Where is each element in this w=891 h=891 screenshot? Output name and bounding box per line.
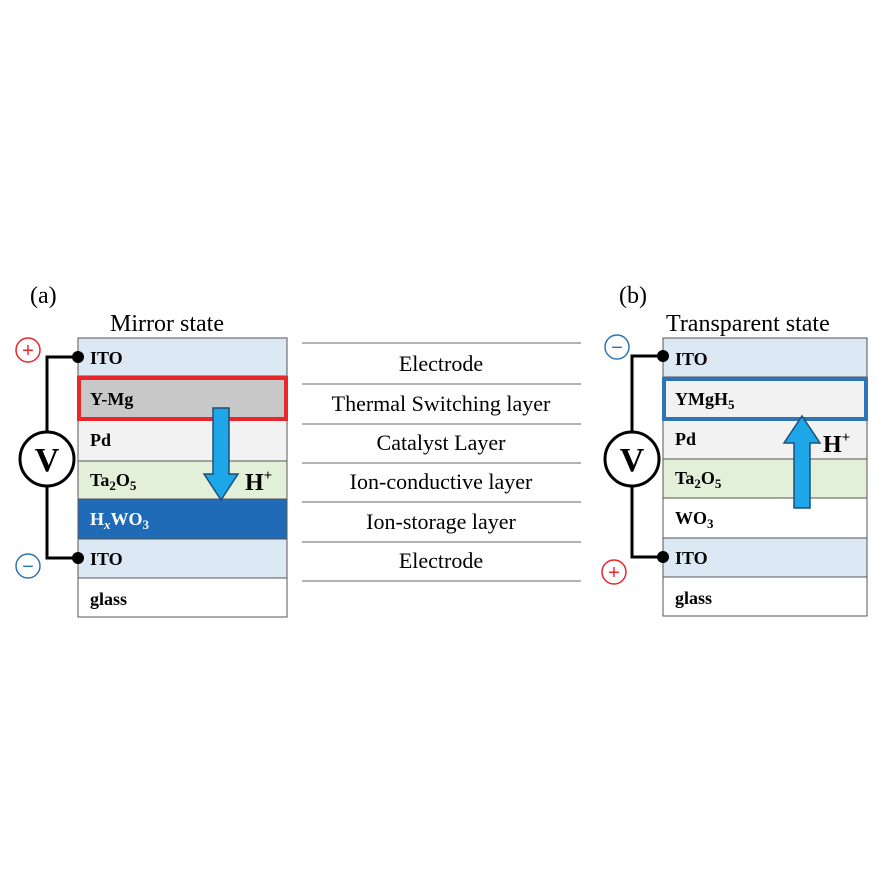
layer-label: glass [675, 588, 712, 608]
layer-label: Y-Mg [90, 389, 133, 409]
layer-label: WO3 [675, 508, 714, 531]
layer-ito-top [77, 337, 288, 377]
voltage-label: V [620, 442, 645, 479]
highlight-frame [662, 377, 868, 421]
proton-arrow-down [202, 407, 240, 502]
plus-terminal-icon [601, 559, 627, 585]
minus-sign: − [22, 556, 34, 578]
layer-glass [77, 577, 288, 618]
panel-a: (a) Mirror state ITO Y-Mg Pd Ta2O5 HxWO3… [15, 283, 288, 618]
desc-ion-storage: Ion-storage layer [366, 509, 516, 534]
contact-dot [657, 551, 669, 563]
voltage-source-icon [18, 430, 76, 488]
layer-wo3 [662, 497, 868, 539]
layer-ito-top [662, 337, 868, 378]
layer-label: ITO [675, 349, 708, 369]
voltage-source-icon [603, 430, 661, 488]
layer-ta2o5 [662, 458, 868, 499]
panel-a-label: (a) [30, 283, 57, 309]
layer-label: Ta2O5 [675, 468, 722, 491]
layer-ta2o5 [77, 460, 288, 500]
proton-label: H+ [245, 468, 272, 496]
desc-electrode-top: Electrode [399, 351, 483, 376]
desc-catalyst: Catalyst Layer [377, 430, 507, 455]
layer-glass [662, 576, 868, 617]
panel-b-title: Transparent state [666, 311, 830, 337]
layer-ymgh5 [662, 376, 868, 420]
layer-label: Pd [90, 430, 111, 450]
voltage-label: V [35, 442, 60, 479]
layer-label: Pd [675, 429, 696, 449]
layer-label: ITO [90, 549, 123, 569]
layer-label: YMgH5 [675, 389, 735, 412]
voltage-circuit [630, 354, 663, 559]
voltage-circuit [45, 355, 78, 560]
desc-ion-conductive: Ion-conductive layer [350, 469, 533, 494]
contact-dot [657, 350, 669, 362]
plus-sign: + [22, 340, 34, 362]
panel-b-label: (b) [619, 283, 647, 309]
panel-a-stack [77, 337, 288, 618]
panel-a-title: Mirror state [110, 311, 224, 337]
layer-label: Ta2O5 [90, 470, 137, 493]
desc-thermal-switching: Thermal Switching layer [332, 391, 551, 416]
plus-sign: + [608, 562, 620, 584]
layer-label: glass [90, 589, 127, 609]
layer-label: ITO [90, 348, 123, 368]
plus-terminal-icon [15, 337, 41, 363]
layer-descriptions: Electrode Thermal Switching layer Cataly… [302, 342, 581, 582]
layer-label: ITO [675, 548, 708, 568]
minus-terminal-icon [15, 553, 41, 579]
proton-arrow-up [782, 414, 822, 509]
panel-b-stack [662, 337, 868, 617]
layer-label: HxWO3 [90, 509, 150, 532]
contact-dot [72, 552, 84, 564]
minus-sign: − [611, 337, 623, 359]
minus-terminal-icon [604, 334, 630, 360]
layer-y-mg [77, 375, 288, 420]
contact-dot [72, 351, 84, 363]
panel-b: (b) Transparent state ITO YMgH5 Pd Ta2O5… [601, 283, 868, 617]
highlight-frame [77, 376, 288, 421]
proton-label: H+ [823, 430, 850, 458]
desc-electrode-bottom: Electrode [399, 548, 483, 573]
